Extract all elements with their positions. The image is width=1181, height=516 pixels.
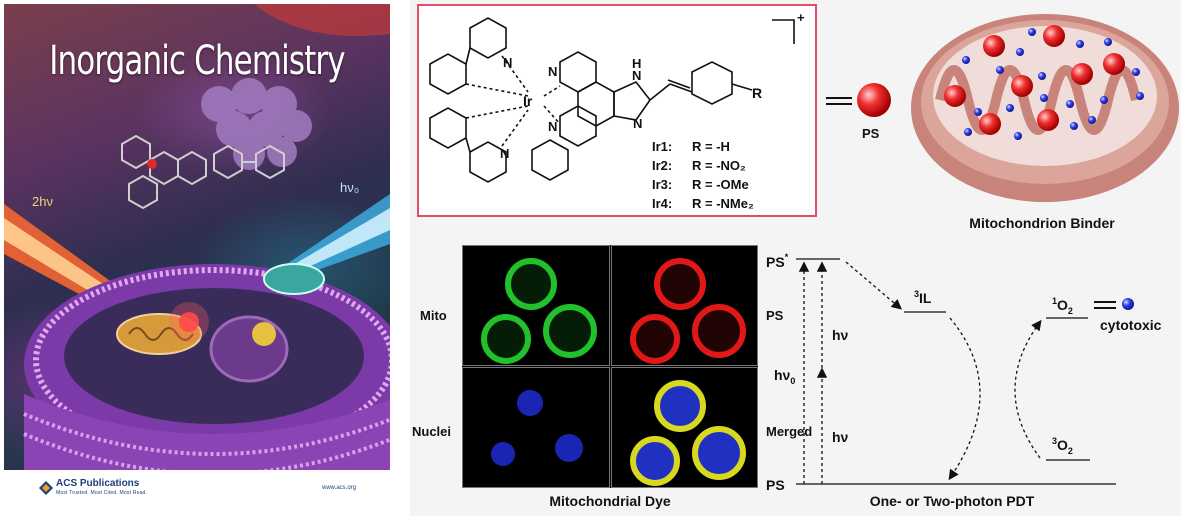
variant-list: Ir1: R = -H Ir2: R = -NO₂ Ir3: R = -OMe … bbox=[652, 139, 754, 211]
nitrogen-label-5: N bbox=[632, 68, 641, 83]
nitrogen-label-2: N bbox=[500, 146, 509, 161]
variant-2-label: Ir2: bbox=[652, 158, 672, 173]
publisher-url: www.acs.org bbox=[322, 485, 357, 491]
relaxation-arrow bbox=[948, 317, 981, 481]
merged-cell-2 bbox=[629, 436, 680, 486]
merged-channel-label: Merged bbox=[766, 424, 812, 439]
variant-3-group: R = -OMe bbox=[692, 177, 749, 192]
cover-artwork: Inorganic Chemistry 2hν hν₀ bbox=[4, 4, 390, 470]
mito-channel-label: Mito bbox=[420, 308, 447, 323]
isc-arrow bbox=[845, 261, 902, 310]
mitochondrion-ps-spheres bbox=[944, 25, 1125, 135]
ps-channel-label: PS bbox=[766, 308, 784, 323]
ps-sphere-icon bbox=[857, 83, 891, 117]
publisher-tagline: Most Trusted. Most Cited. Most Read. bbox=[56, 490, 148, 496]
merged-channel-image bbox=[610, 367, 758, 488]
ps-cell-1 bbox=[653, 258, 706, 310]
ps-channel-image bbox=[610, 245, 758, 366]
singlet-oxygen-label: 1O2 bbox=[1052, 296, 1073, 316]
nuclei-channel-image bbox=[462, 367, 610, 488]
cover-illustration bbox=[4, 4, 390, 470]
cover-footer: ACS Publications Most Trusted. Most Cite… bbox=[4, 472, 390, 512]
nucleus-3 bbox=[555, 434, 583, 462]
charge-label: + bbox=[797, 10, 805, 25]
nitrogen-label-6: N bbox=[633, 116, 642, 131]
triplet-il-label: 3IL bbox=[914, 289, 932, 306]
ps-ground-label: PS bbox=[766, 477, 785, 493]
nitrogen-label-3: N bbox=[548, 64, 557, 79]
merged-cell-1 bbox=[653, 380, 706, 432]
publisher-name: ACS Publications bbox=[56, 478, 140, 489]
cover-two-photon-label: 2hν bbox=[32, 194, 53, 209]
pdt-caption: One- or Two-photon PDT bbox=[870, 493, 1035, 509]
triplet-oxygen-label: 3O2 bbox=[1052, 436, 1073, 456]
hv-lower-label: hν bbox=[832, 429, 849, 445]
journal-cover: Inorganic Chemistry 2hν hν₀ ACS Publicat… bbox=[0, 0, 396, 516]
cover-title: Inorganic Chemistry bbox=[49, 38, 345, 84]
merged-cell-3 bbox=[691, 426, 746, 480]
mitochondrion-caption: Mitochondrion Binder bbox=[969, 215, 1115, 231]
mito-cell-3 bbox=[543, 304, 597, 358]
ps-cell-3 bbox=[691, 304, 746, 358]
mito-cell-1 bbox=[505, 258, 557, 310]
microscopy-caption: Mitochondrial Dye bbox=[549, 493, 671, 509]
variant-3-label: Ir3: bbox=[652, 177, 672, 192]
ps-sphere-label: PS bbox=[862, 126, 880, 141]
variant-4-group: R = -NMe₂ bbox=[692, 196, 754, 211]
cover-one-photon-label: hν₀ bbox=[340, 180, 360, 195]
ps-cell-2 bbox=[629, 314, 680, 364]
mito-channel-image bbox=[462, 245, 610, 366]
iridium-complex-structure bbox=[429, 17, 795, 183]
cytotoxic-label: cytotoxic bbox=[1100, 317, 1162, 333]
microscopy-grid bbox=[462, 245, 758, 488]
nitrogen-label-4: N bbox=[548, 119, 557, 134]
hydrogen-label: H bbox=[632, 56, 641, 71]
variant-1-label: Ir1: bbox=[652, 139, 672, 154]
structure-box bbox=[417, 4, 817, 217]
nucleus-2 bbox=[491, 442, 515, 466]
nucleus-1 bbox=[517, 390, 543, 416]
variant-4-label: Ir4: bbox=[652, 196, 672, 211]
hv0-label: hν0 bbox=[774, 367, 795, 386]
variant-2-group: R = -NO₂ bbox=[692, 158, 746, 173]
energy-transfer-arrow bbox=[1014, 319, 1042, 459]
energy-diagram bbox=[796, 258, 1116, 485]
mito-cell-2 bbox=[481, 314, 531, 364]
variant-1-group: R = -H bbox=[692, 139, 730, 154]
r-group-label: R bbox=[752, 85, 762, 101]
iridium-atom-label: Ir bbox=[523, 93, 533, 109]
singlet-oxygen-sphere-icon bbox=[1122, 298, 1134, 310]
acs-logo-icon bbox=[39, 481, 53, 495]
mitochondrion-oxygen-spheres bbox=[962, 28, 1144, 140]
nuclei-channel-label: Nuclei bbox=[412, 424, 451, 439]
hv-upper-label: hν bbox=[832, 327, 849, 343]
nitrogen-label-1: N bbox=[503, 55, 512, 70]
ps-excited-label: PS* bbox=[766, 252, 789, 270]
